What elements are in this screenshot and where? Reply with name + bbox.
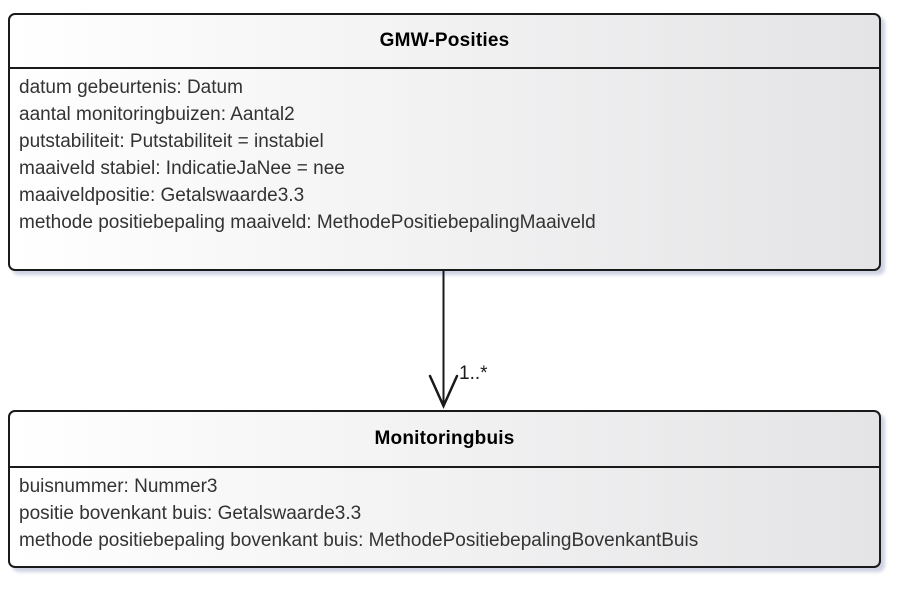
class-attribute: positie bovenkant buis: Getalswaarde3.3: [19, 503, 362, 524]
multiplicity-label: 1..*: [459, 363, 488, 384]
class-attributes-monitoringbuis: buisnummer: Nummer3 positie bovenkant bui…: [10, 468, 879, 554]
class-attribute: buisnummer: Nummer3: [19, 476, 218, 497]
class-box-gmw-posities: GMW-Posities datum gebeurtenis: Datum aan…: [8, 13, 881, 271]
class-box-monitoringbuis: Monitoringbuis buisnummer: Nummer3 positi…: [8, 410, 881, 568]
class-attribute: putstabiliteit: Putstabiliteit = instabi…: [19, 131, 324, 152]
class-attribute: methode positiebepaling bovenkant buis: …: [19, 530, 699, 551]
class-header-gmw-posities: GMW-Posities: [10, 15, 879, 69]
class-title-gmw-posities: GMW-Posities: [379, 30, 510, 51]
open-arrowhead-icon: [428, 374, 459, 410]
class-attribute: methode positiebepaling maaiveld: Method…: [19, 212, 596, 233]
class-title-monitoringbuis: Monitoringbuis: [374, 428, 515, 449]
class-attribute: aantal monitoringbuizen: Aantal2: [19, 104, 295, 125]
class-attributes-gmw-posities: datum gebeurtenis: Datum aantal monitorin…: [10, 69, 879, 236]
class-attribute: maaiveld stabiel: IndicatieJaNee = nee: [19, 158, 345, 179]
class-attribute: maaiveldpositie: Getalswaarde3.3: [19, 185, 305, 206]
class-header-monitoringbuis: Monitoringbuis: [10, 412, 879, 468]
class-attribute: datum gebeurtenis: Datum: [19, 77, 243, 98]
